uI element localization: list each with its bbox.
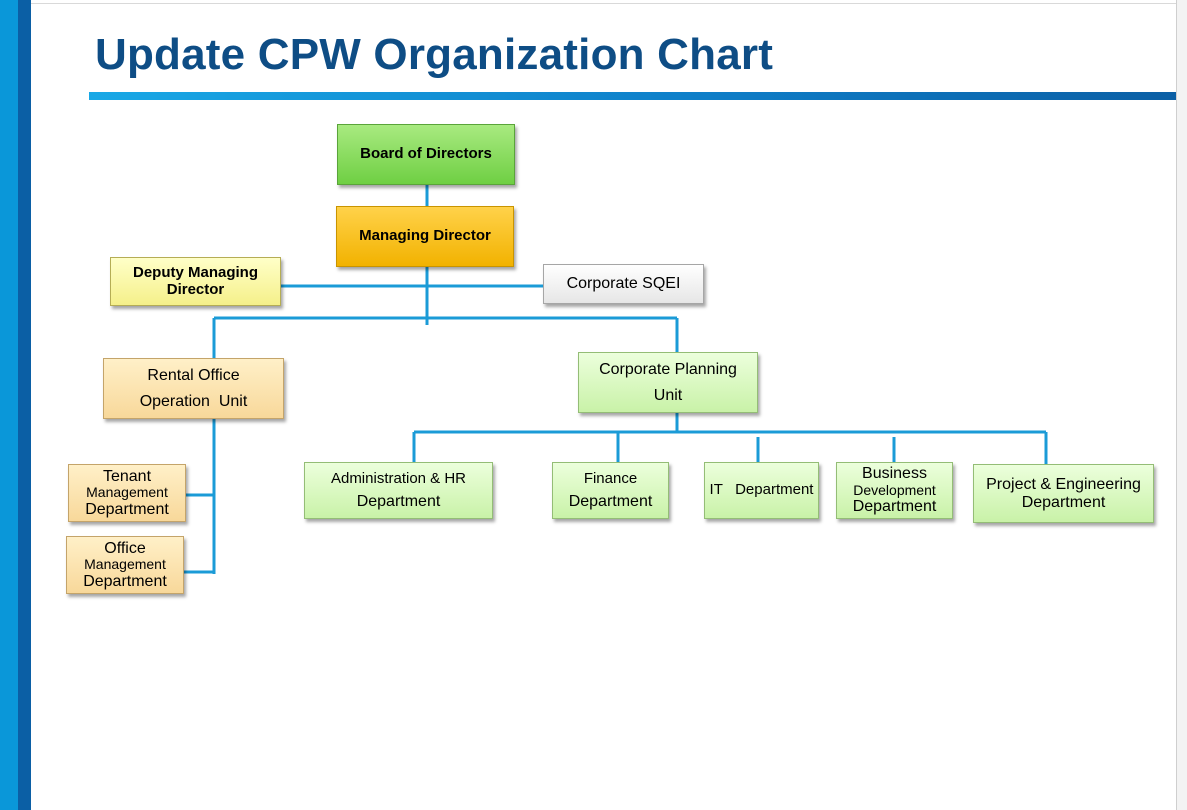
office-label-line2: Management (84, 556, 166, 573)
office-management-department-box: Office Management Department (66, 536, 184, 594)
administration-hr-department-box: Administration & HR Department (304, 462, 493, 519)
deputy-label-line2: Director (166, 280, 225, 298)
admin-label-line1: Administration & HR (330, 470, 467, 488)
tenant-label-line3: Department (85, 500, 169, 518)
deputy-label-line1: Deputy Managing (132, 264, 258, 281)
slide-right-border (1176, 0, 1177, 810)
left-accent-stripe (0, 0, 18, 810)
project-engineering-department-box: Project & Engineering Department (973, 464, 1154, 523)
it-label: IT Department (709, 481, 814, 499)
bizdev-label-line2: Development (853, 481, 936, 498)
board-of-directors-box: Board of Directors (337, 124, 515, 185)
managing-director-box: Managing Director (336, 206, 514, 267)
project-label-line1: Project & Engineering (986, 475, 1141, 493)
finance-label-line1: Finance (583, 470, 638, 488)
corporate-sqei-box: Corporate SQEI (543, 264, 704, 304)
planning-label-line2: Unit (653, 386, 683, 404)
deputy-managing-director-box: Deputy Managing Director (110, 257, 281, 306)
project-label-line2: Department (1021, 493, 1106, 511)
sqei-label: Corporate SQEI (566, 275, 681, 292)
rental-office-unit-box: Rental Office Operation Unit (103, 358, 284, 419)
board-label: Board of Directors (360, 145, 492, 163)
admin-label-line2: Department (356, 492, 441, 510)
bizdev-label-line1: Business (862, 465, 927, 483)
finance-department-box: Finance Department (552, 462, 669, 519)
tenant-label-line1: Tenant (102, 467, 152, 485)
planning-label-line1: Corporate Planning (599, 360, 737, 378)
bizdev-label-line3: Department (852, 498, 937, 516)
finance-label-line2: Department (568, 492, 653, 510)
tenant-management-department-box: Tenant Management Department (68, 464, 186, 522)
it-department-box: IT Department (704, 462, 819, 519)
office-label-line3: Department (83, 572, 167, 590)
managing-director-label: Managing Director (359, 227, 491, 245)
office-label-line1: Office (104, 539, 146, 557)
left-accent-stripe-dark (18, 0, 31, 810)
editor-right-margin (1177, 0, 1187, 810)
rental-label-line2: Operation Unit (139, 392, 248, 410)
business-development-department-box: Business Development Department (836, 462, 953, 519)
page-title: Update CPW Organization Chart (95, 30, 774, 79)
corporate-planning-unit-box: Corporate Planning Unit (578, 352, 758, 413)
rental-label-line1: Rental Office (147, 366, 240, 384)
slide-top-border (31, 3, 1176, 4)
tenant-label-line2: Management (86, 484, 168, 501)
title-underline (89, 92, 1176, 100)
